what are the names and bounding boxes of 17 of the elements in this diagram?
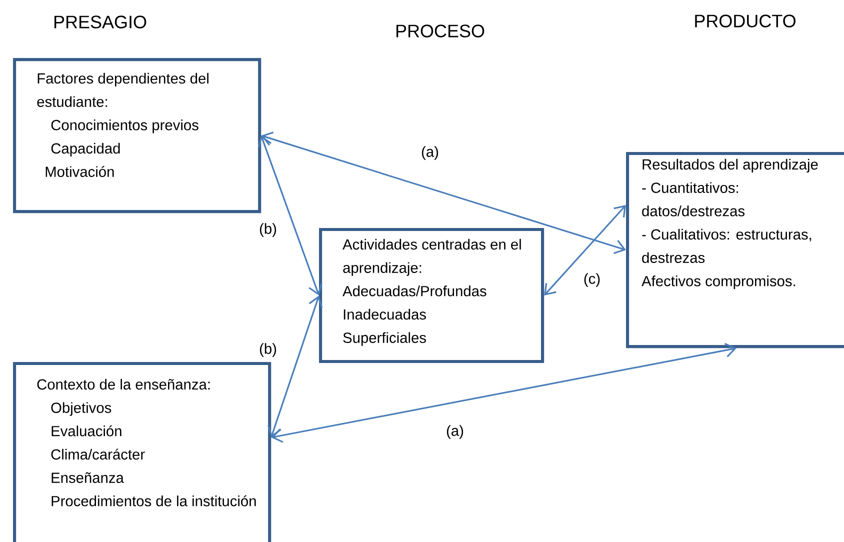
edge-label: (a) bbox=[444, 424, 466, 440]
text-box: Factores dependientes del estudiante: Conocimientos previos Capacidad Motivación bbox=[13, 58, 262, 214]
column-heading: PROCESO bbox=[396, 24, 484, 38]
arrow bbox=[267, 296, 323, 438]
edge-label: (c) bbox=[582, 272, 602, 288]
arrow bbox=[544, 205, 626, 296]
edge-label: (b) bbox=[258, 342, 278, 358]
text-box: Contexto de la enseñanza: Objetivos Evaluación Clima/carácter Enseñanza Procedimientos de la institución bbox=[13, 362, 272, 542]
text-box: Actividades centradas en el aprendizaje: Adecuadas/Profundas Inadecuadas Superficiales bbox=[319, 228, 544, 364]
edge-label: (b) bbox=[258, 222, 278, 238]
column-heading: PRODUCTO bbox=[695, 14, 796, 28]
text-box: Resultados del aprendizaje - Cuantitativos: datos/destrezas - Cualitativos: estructuras, destrezas Afectivos compromisos. bbox=[626, 152, 844, 348]
arrow bbox=[258, 136, 322, 296]
edge-label: (a) bbox=[420, 144, 440, 162]
arrow bbox=[271, 342, 737, 443]
arrow bbox=[261, 132, 626, 254]
column-heading: PRESAGIO bbox=[54, 16, 146, 28]
